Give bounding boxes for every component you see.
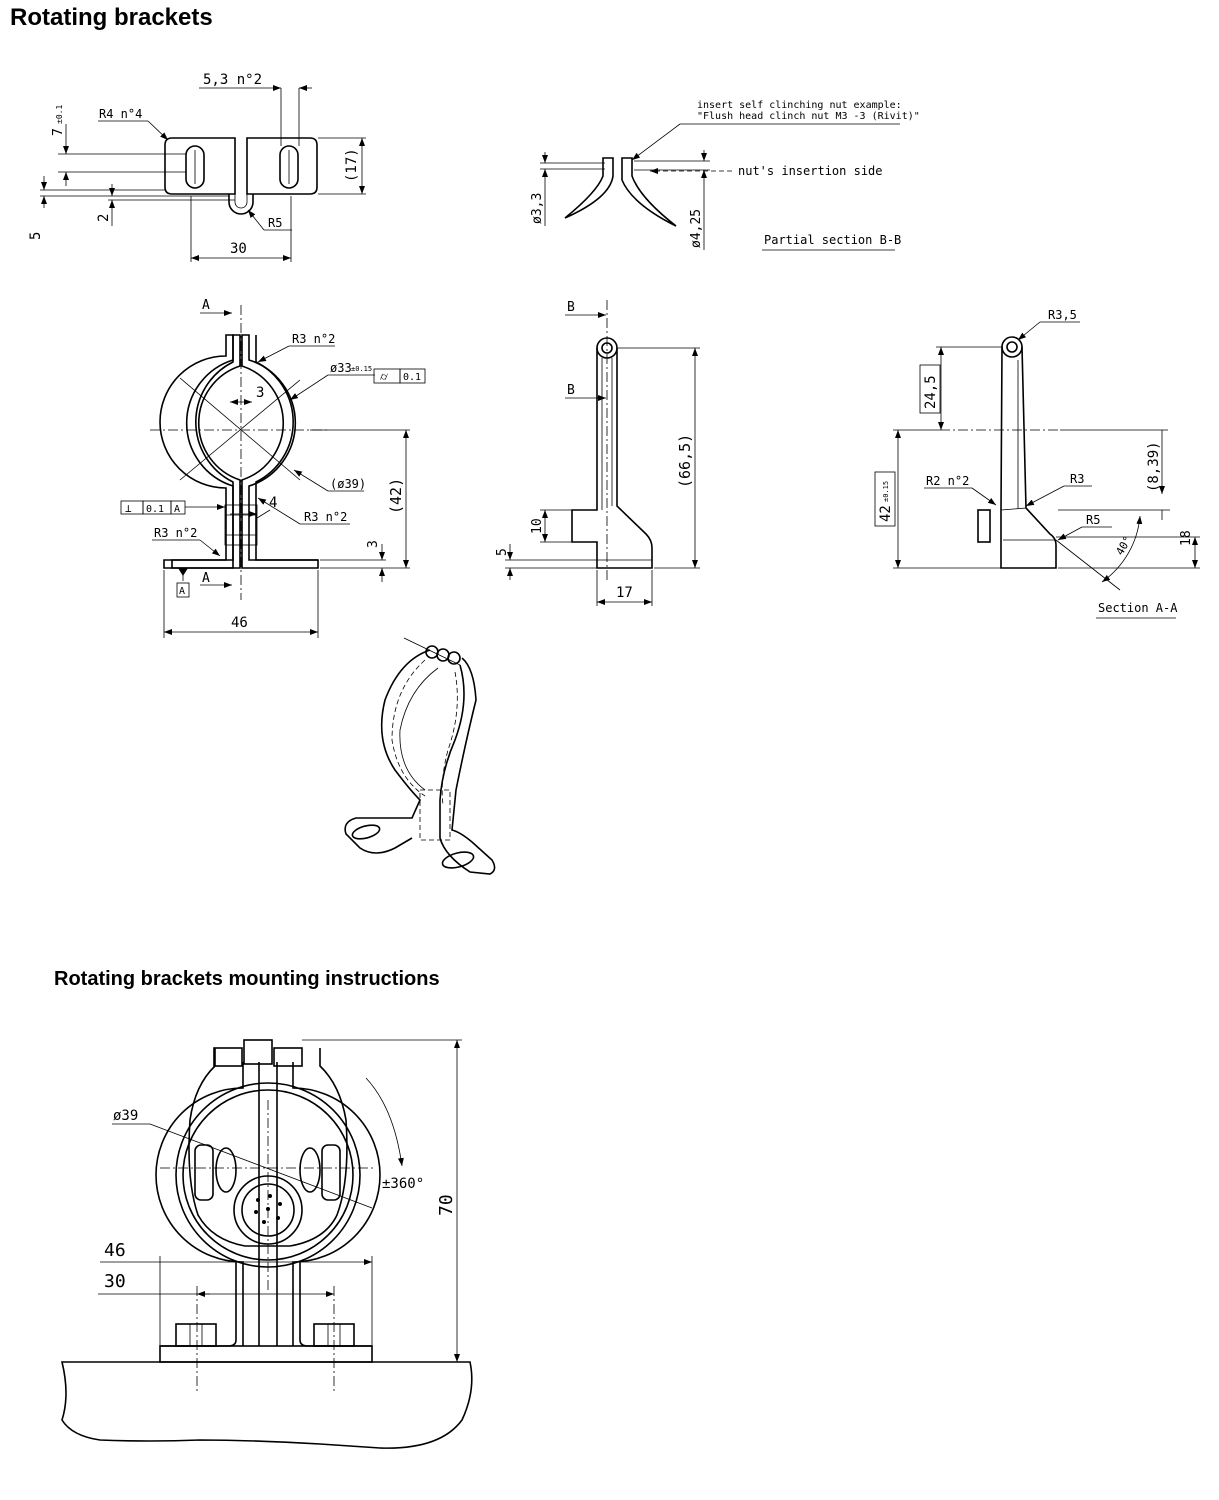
perp-datum: A [174,504,180,515]
side-view: B B (66,5) 10 5 17 [495,300,700,606]
dim-r2: R2 n°2 [926,474,969,488]
note-line1: insert self clinching nut example: [697,100,902,111]
dim-10: 10 [530,518,545,534]
dim-r3-low: R3 n°2 [154,526,197,540]
perpendicularity-symbol: ⊥ [125,502,132,515]
dim-r5: R5 [1086,513,1100,527]
note-line2: "Flush head clinch nut M3 -3 (Rivit)" [697,111,920,122]
dim-d33: ø3,3 [530,193,545,224]
dim-46: 46 [231,615,248,631]
dim-245: 24,5 [923,375,939,409]
dim-r3-mid: R3 n°2 [304,510,347,524]
dim-r3: R3 [1070,472,1084,486]
flatness-tol: 0.1 [403,372,421,383]
dim-r4: R4 n°4 [99,107,142,121]
dim-d39: (ø39) [330,477,366,491]
mark-a-top: A [202,298,210,313]
dim-d425: ø4,25 [689,209,704,248]
dim-d33-tol: ±0.15 [351,365,372,373]
dim-2: 2 [96,214,112,222]
dim-r35: R3,5 [1048,308,1077,322]
mark-a-bottom: A [202,571,210,586]
dim-3: 3 [256,385,264,401]
dim-46: 46 [104,1240,126,1261]
mark-b-top: B [567,300,575,315]
front-view: A A R3 n°2 3 ø33 ±0.15 ⌭ 0.1 (42) (ø39) … [120,298,426,638]
dim-18: 18 [1179,530,1194,546]
section-aa-view: R3,5 24,5 42 ±0.15 R2 n°2 R3 (8,39) 18 R… [874,308,1200,619]
dim-30: 30 [104,1271,126,1292]
section-bb-view: ø3,3 ø4,25 insert self clinching nut exa… [530,100,920,251]
perpendicularity-tol: 0.1 [146,504,164,515]
dim-7-tol: ±0.1 [55,105,64,124]
dim-4: 4 [269,495,277,511]
dim-839: (8,39) [1146,441,1162,492]
dim-42-tol: ±0.15 [882,481,890,502]
page-title: Rotating brackets [10,4,213,31]
dim-d33: ø33 [330,361,352,375]
top-view: 30 5,3 n°2 R4 n°4 (17) 7 ±0.1 5 2 R5 [28,72,366,262]
dim-5: 5 [28,232,44,240]
dim-665: (66,5) [676,434,694,488]
section-aa-label: Section A-A [1098,601,1178,615]
dim-d39: ø39 [113,1108,138,1124]
isometric-view [344,637,496,875]
section-title-mounting: Rotating brackets mounting instructions [54,968,440,990]
mark-b-mid: B [567,383,575,398]
flatness-symbol: ⌭ [380,370,388,383]
dim-360: ±360° [382,1176,424,1192]
dim-r5: R5 [268,216,282,230]
mounting-view: ø39 ±360° 70 46 30 [60,1039,473,1449]
dim-3b: 3 [366,540,381,548]
datum-a: A [179,586,185,597]
dim-7: 7 [51,128,66,136]
section-bb-label: Partial section B-B [764,233,901,247]
dim-17: (17) [344,148,360,182]
dim-r3-top: R3 n°2 [292,332,335,346]
dim-70: 70 [436,1194,457,1216]
dim-17: 17 [616,585,633,601]
dim-5: 5 [495,548,510,556]
dim-slot: 5,3 n°2 [203,72,262,88]
insertion-side-label: nut's insertion side [738,164,883,178]
dim-42: 42 [878,505,894,522]
dim-30: 30 [230,241,247,257]
dim-42: (42) [387,478,405,514]
